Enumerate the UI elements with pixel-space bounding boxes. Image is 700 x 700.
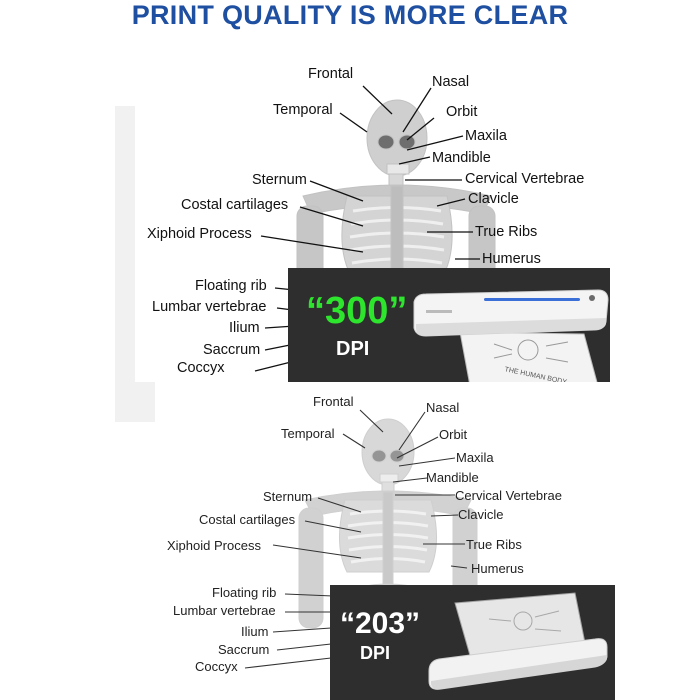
label-saccrum: Saccrum — [203, 342, 261, 358]
label-maxila: Maxila — [465, 128, 507, 144]
label-floating-rib: Floating rib — [195, 278, 267, 294]
label-coccyx: Coccyx — [177, 360, 225, 376]
label-cervical-vertebrae: Cervical Vertebrae — [455, 488, 562, 503]
label-frontal: Frontal — [313, 394, 354, 409]
label-cervical-vertebrae: Cervical Vertebrae — [465, 171, 585, 187]
dpi-overlay-300: “300” DPI THE HUMAN BODY — [288, 268, 610, 382]
label-sternum: Sternum — [263, 489, 313, 504]
label-orbit: Orbit — [446, 104, 478, 120]
label-humerus: Humerus — [482, 251, 541, 267]
label-maxila: Maxila — [456, 450, 494, 465]
label-humerus: Humerus — [471, 561, 524, 576]
dpi-unit-300: DPI — [336, 338, 370, 360]
label-ilium: Ilium — [241, 624, 269, 639]
label-true-ribs: True Ribs — [466, 537, 522, 552]
label-true-ribs: True Ribs — [475, 224, 538, 240]
label-temporal: Temporal — [281, 426, 335, 441]
dpi-overlay-203: “203” DPI — [330, 585, 615, 700]
printer-icon — [428, 592, 608, 690]
label-costal-cartilages: Costal cartilages — [181, 197, 289, 213]
dpi-unit-203: DPI — [360, 643, 391, 663]
label-orbit: Orbit — [439, 427, 468, 442]
label-xiphoid-process: Xiphoid Process — [147, 226, 252, 242]
label-frontal: Frontal — [308, 66, 354, 82]
label-sternum: Sternum — [252, 172, 307, 188]
label-nasal: Nasal — [426, 400, 460, 415]
dpi-value-203: “203” — [340, 607, 421, 640]
printer-icon: THE HUMAN BODY — [413, 289, 609, 382]
panel-203dpi: Frontal Nasal Temporal Orbit Maxila Mand… — [155, 382, 615, 700]
label-nasal: Nasal — [432, 74, 470, 90]
label-costal-cartilages: Costal cartilages — [199, 512, 296, 527]
label-lumbar-vertebrae: Lumbar vertebrae — [152, 299, 267, 315]
label-temporal: Temporal — [273, 102, 333, 118]
label-coccyx: Coccyx — [195, 659, 238, 674]
panel-300dpi: Frontal Nasal Temporal Orbit Maxila Mand… — [135, 46, 610, 382]
label-xiphoid-process: Xiphoid Process — [167, 538, 261, 553]
label-ilium: Ilium — [229, 320, 260, 336]
label-clavicle: Clavicle — [468, 191, 519, 207]
label-clavicle: Clavicle — [458, 507, 504, 522]
label-floating-rib: Floating rib — [212, 585, 277, 600]
label-mandible: Mandible — [426, 470, 479, 485]
dpi-value-300: “300” — [306, 290, 408, 332]
label-lumbar-vertebrae: Lumbar vertebrae — [173, 603, 276, 618]
label-mandible: Mandible — [432, 150, 491, 166]
headline: PRINT QUALITY IS MORE CLEAR — [131, 0, 569, 30]
label-saccrum: Saccrum — [218, 642, 270, 657]
